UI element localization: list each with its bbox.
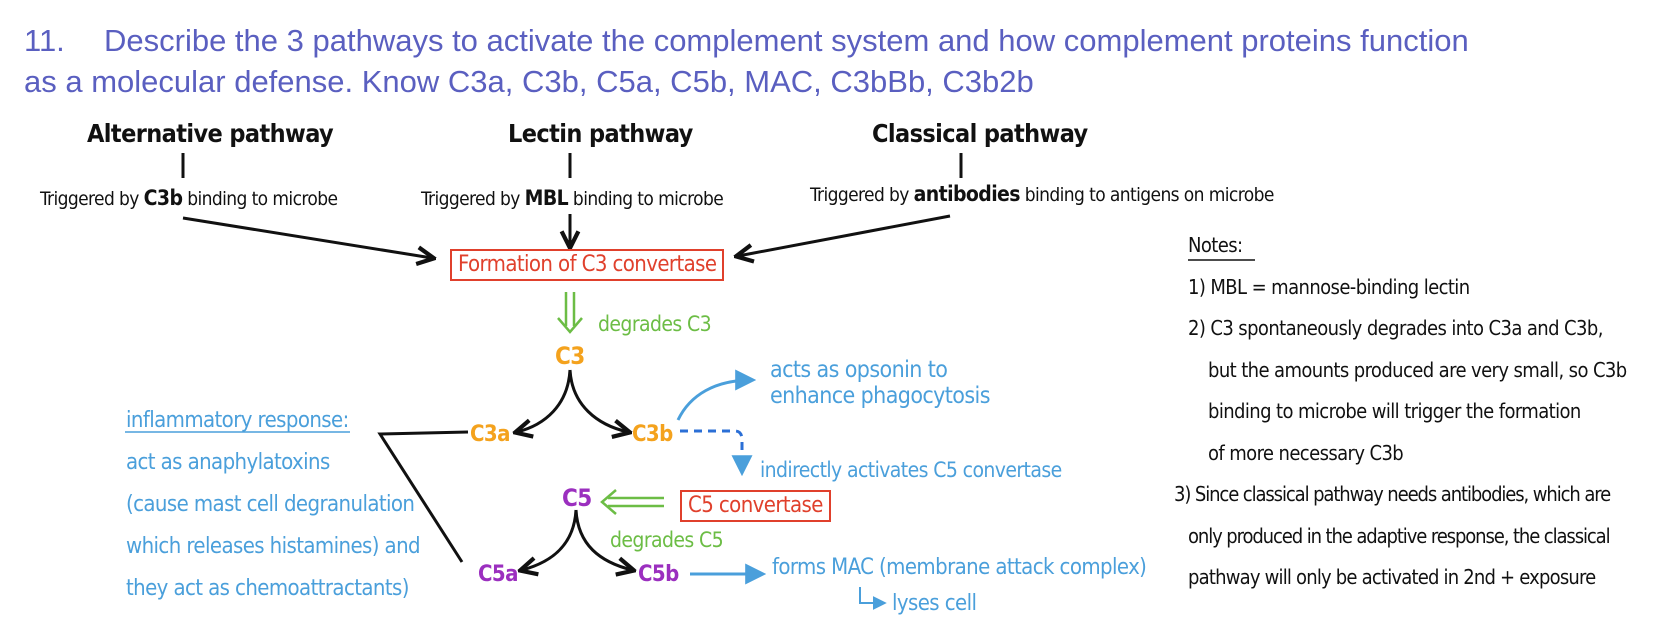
indirect-activation-label: indirectly activates C5 convertase [760,458,1062,482]
opsonin-arrow [676,369,757,421]
lectin-pathway-title: Lectin pathway [508,119,693,148]
notes-line-2: 2) C3 spontaneously degrades into C3a an… [1188,316,1603,340]
trigger-key: MBL [524,186,569,210]
inflammatory-title: inflammatory response: [126,408,349,433]
classical-pathway-title: Classical pathway [872,119,1088,148]
question-number: 11. [24,23,65,58]
c5-to-c5a [522,509,578,570]
trigger-prefix: Triggered by [421,188,525,210]
notes-line-3: but the amounts produced are very small,… [1208,357,1627,382]
notes-line-4: binding to microbe will trigger the form… [1208,399,1581,423]
heading-text-1: Describe the 3 pathways to activate the … [104,23,1469,58]
degrade-c3-head [557,317,583,334]
heading-line-2: as a molecular defense. Know C3a, C3b, C… [24,64,1034,99]
notes-block: Notes: 1) MBL = mannose-binding lectin 2… [1174,225,1627,599]
lectin-trigger: Triggered by MBL binding to microbe [421,186,724,210]
c5-label: C5 [562,484,592,512]
classical-arrow [738,214,951,256]
inflammatory-connector [377,430,469,563]
trigger-prefix: Triggered by [810,184,914,206]
mac-label: forms MAC (membrane attack complex) [772,555,1147,580]
inflammatory-line-3: which releases histamines) and [126,534,421,559]
inflammatory-line-2: (cause mast cell degranulation [126,492,415,517]
inflammatory-line-4: they act as chemoattractants) [126,576,409,601]
opsonin-line-2: enhance phagocytosis [770,383,990,409]
trigger-suffix: binding to microbe [182,188,338,210]
c5-to-c5b [574,509,632,570]
c3b-label: C3b [632,422,673,447]
trigger-suffix: binding to microbe [568,188,724,210]
c3-label: C3 [555,342,585,370]
c3a-label: C3a [470,422,510,447]
c3-convertase-box: Formation of C3 convertase [450,249,725,281]
lyses-hook [859,587,887,610]
alternative-trigger: Triggered by C3b binding to microbe [40,186,338,210]
notes-line-1: 1) MBL = mannose-binding lectin [1188,274,1470,299]
c3-to-c3a [517,369,572,432]
indirect-arrow [680,429,753,477]
classical-trigger: Triggered by antibodies binding to antig… [810,182,1274,206]
alternative-pathway-title: Alternative pathway [87,119,334,148]
trigger-suffix: binding to antigens on microbe [1019,184,1275,206]
trigger-prefix: Triggered by [40,188,144,210]
heading-line-1: 11. Describe the 3 pathways to activate t… [24,20,1644,61]
notes-title: Notes: [1188,233,1243,257]
c3-to-c3b [568,369,628,432]
notes-line-8: pathway will only be activated in 2nd + … [1188,565,1596,589]
c5conv-head [600,489,617,515]
alt-arrow [182,216,432,258]
degrades-c3-label: degrades C3 [598,312,712,336]
opsonin-line-1: acts as opsonin to [770,357,948,383]
c5b-label: C5b [638,562,679,587]
notes-line-6: 3) Since classical pathway needs antibod… [1174,482,1611,506]
trigger-key: C3b [143,186,183,210]
trigger-key: antibodies [913,182,1021,206]
notes-line-5: of more necessary C3b [1208,440,1404,465]
question-heading: 11. Describe the 3 pathways to activate t… [24,20,1644,102]
inflammatory-line-1: act as anaphylatoxins [126,450,330,475]
degrades-c5-label: degrades C5 [610,528,724,552]
inflammatory-block: inflammatory response: act as anaphylato… [126,400,421,610]
c5a-label: C5a [478,562,518,587]
notes-line-7: only produced in the adaptive response, … [1188,523,1611,548]
opsonin-text: acts as opsonin to enhance phagocytosis [770,357,990,409]
lyses-cell-label: lyses cell [892,591,977,616]
c5-convertase-box: C5 convertase [680,490,831,522]
